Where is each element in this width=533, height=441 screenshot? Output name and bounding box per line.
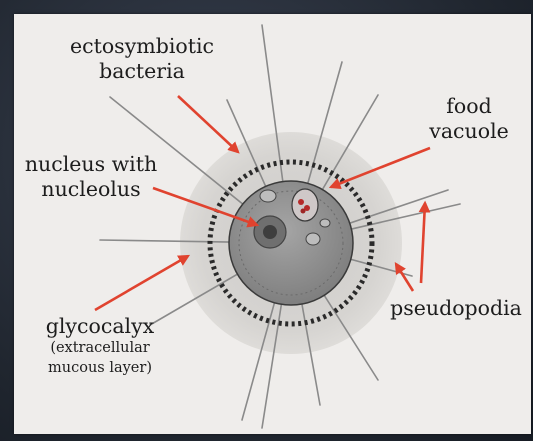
- cell-body: [229, 181, 353, 305]
- nucleolus: [263, 225, 277, 239]
- food-vacuole-label: food vacuole: [414, 94, 524, 144]
- food-particle: [298, 199, 304, 205]
- label-line: pseudopodia: [390, 296, 522, 320]
- food-vacuole: [292, 189, 318, 221]
- label-line: vacuole: [414, 119, 524, 144]
- label-line: nucleolus: [16, 177, 166, 202]
- glycocalyx-subtitle-line: mucous layer): [30, 359, 170, 379]
- ectosymbiotic-bacteria-label: ectosymbiotic bacteria: [67, 34, 217, 84]
- small-vacuole: [320, 219, 330, 227]
- nucleus-label: nucleus with nucleolus: [16, 152, 166, 202]
- arrow-pseudopodia-lower: [396, 264, 413, 291]
- glycocalyx-title: glycocalyx: [30, 314, 170, 339]
- label-line: ectosymbiotic: [67, 34, 217, 59]
- small-vacuole: [306, 233, 320, 245]
- food-particle: [301, 209, 306, 214]
- glycocalyx-label: glycocalyx (extracellular mucous layer): [30, 314, 170, 378]
- arrow-pseudopodia-upper: [421, 203, 425, 283]
- pseudopodia-label: pseudopodia: [385, 296, 527, 321]
- small-vacuole: [260, 190, 276, 202]
- label-line: food: [414, 94, 524, 119]
- label-line: bacteria: [67, 59, 217, 84]
- glycocalyx-subtitle-line: (extracellular: [30, 339, 170, 359]
- arrow-glycocalyx: [95, 256, 188, 310]
- label-line: nucleus with: [16, 152, 166, 177]
